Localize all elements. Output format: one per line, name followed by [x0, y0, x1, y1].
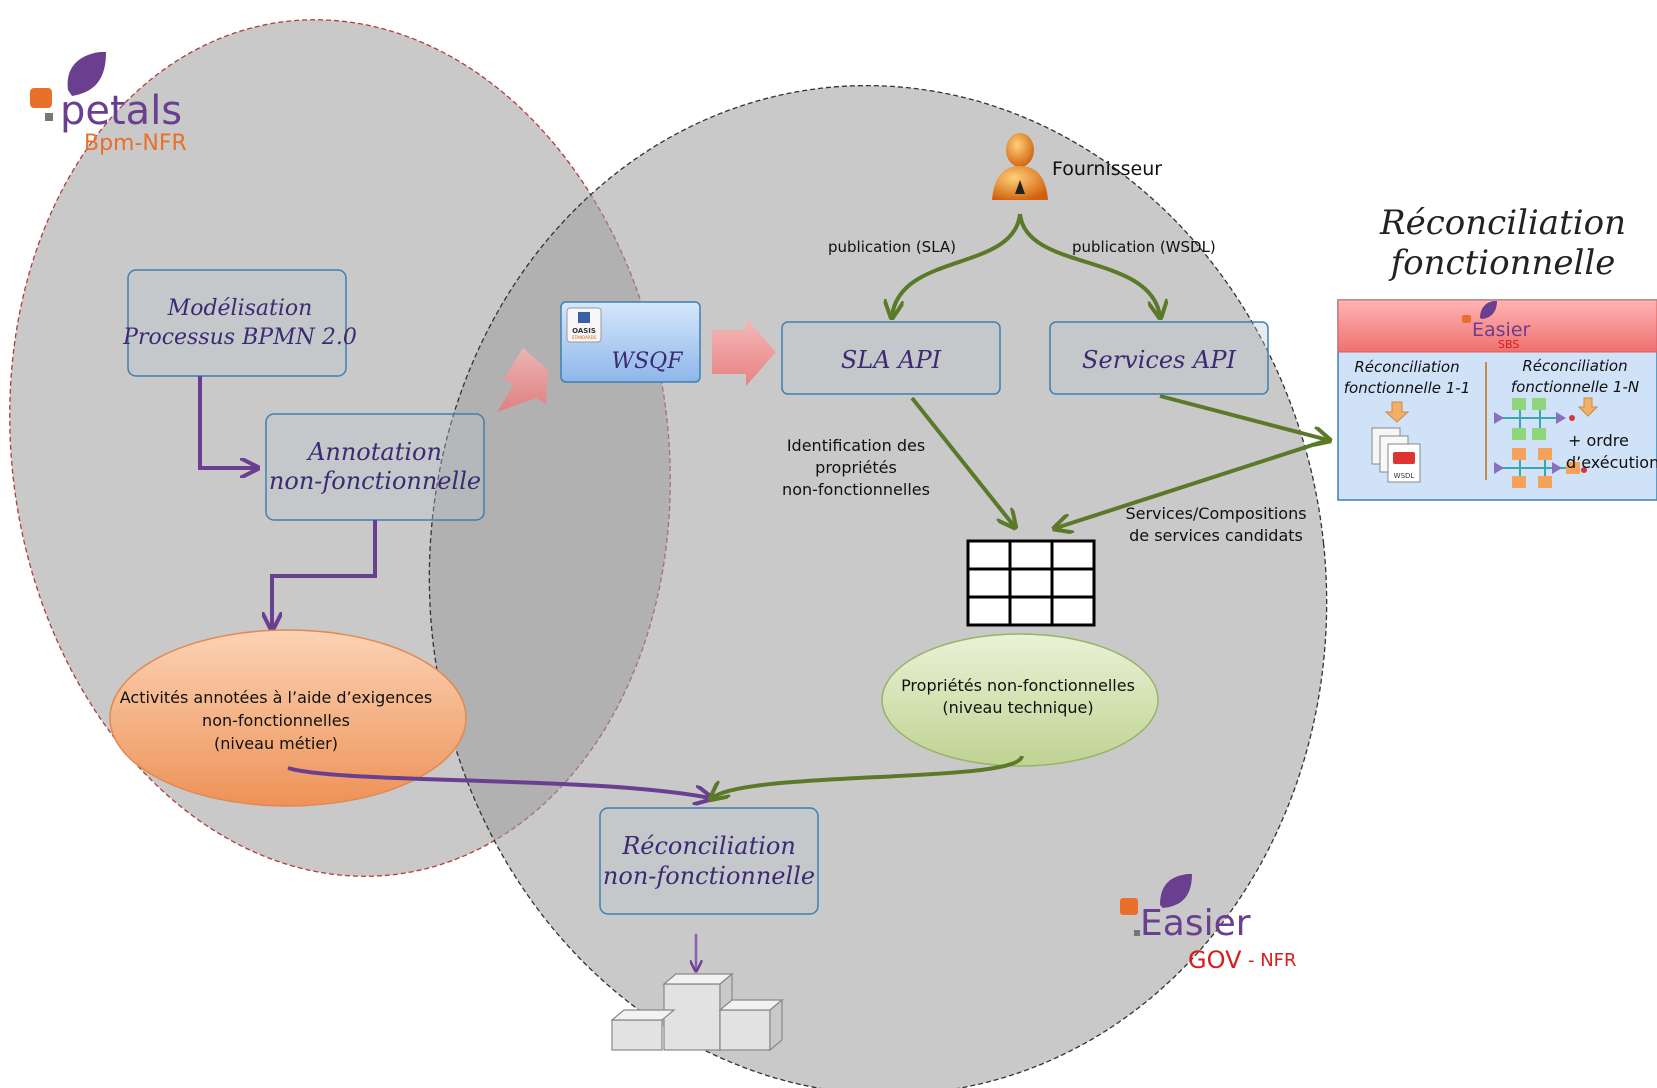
box-services-api: Services API	[1049, 321, 1269, 395]
arrow-reconf-table	[1056, 438, 1329, 528]
ellipse-proprietes-line1: Propriétés non-fonctionnelles	[901, 676, 1135, 695]
reconf-ordre-line2: d’exécution	[1566, 453, 1657, 472]
arrow-activites-reconciliation	[287, 766, 710, 798]
reconf-col2-line2: fonctionnelle 1-N	[1511, 378, 1639, 396]
box-annotation-line2: non-fonctionnelle	[269, 467, 481, 495]
arrow-pub-sla	[892, 213, 1022, 316]
wsdl-documents-icon: WSDL	[1371, 427, 1421, 483]
arrow-modelisation-annotation	[198, 376, 256, 468]
box-modelisation-line2: Processus BPMN 2.0	[122, 325, 357, 350]
wsdl-label: WSDL	[1394, 472, 1415, 480]
arrow-wsqf-annotation	[497, 348, 548, 412]
box-reconciliation-nf: Réconciliation non-fonctionnelle	[599, 807, 819, 915]
ellipse-activites-line1: Activités annotées à l’aide d’exigences	[120, 688, 432, 707]
reconf-ordre-line1: + ordre	[1568, 431, 1629, 450]
ellipse-proprietes-line2: (niveau technique)	[942, 698, 1093, 717]
label-pub-wsdl: publication (WSDL)	[1072, 238, 1216, 256]
box-sla-api-label: SLA API	[841, 346, 942, 374]
box-annotation-line1: Annotation	[306, 438, 442, 466]
petals-logo-main: petals	[60, 88, 182, 134]
box-modelisation-line1: Modélisation	[167, 296, 313, 321]
reconciliation-fonctionnelle-panel: Réconciliation fonctionnelle Easier SBS …	[1337, 203, 1657, 501]
box-wsqf: OASIS STANDARDS WSQF	[560, 301, 701, 383]
arrow-wsqf-sla	[712, 318, 776, 386]
easier-gov-logo-gov: GOV	[1188, 946, 1242, 974]
arrow-proprietes-reconciliation	[712, 754, 1024, 798]
box-wsqf-label: WSQF	[612, 349, 684, 374]
box-annotation: Annotation non-fonctionnelle	[265, 413, 485, 521]
arrow-services-reconf	[1159, 394, 1328, 440]
box-sla-api: SLA API	[781, 321, 1001, 395]
easier-gov-logo: Easier GOV - NFR	[1120, 874, 1297, 974]
label-identification-1: Identification des	[787, 436, 925, 455]
ellipse-proprietes: Propriétés non-fonctionnelles (niveau te…	[881, 633, 1159, 767]
candidates-table	[966, 539, 1096, 627]
ellipse-activites: Activités annotées à l’aide d’exigences …	[109, 629, 467, 807]
easier-sbs-logo-sub: SBS	[1498, 338, 1519, 351]
box-reconciliation-nf-line2: non-fonctionnelle	[603, 862, 815, 890]
petals-logo: petals Bpm-NFR	[30, 52, 187, 156]
reconf-col1-line1: Réconciliation	[1354, 358, 1459, 376]
easier-sbs-logo: Easier SBS	[1462, 301, 1531, 351]
box-services-api-label: Services API	[1082, 346, 1236, 374]
fournisseur-label: Fournisseur	[1052, 158, 1162, 180]
down-arrow-icon	[1384, 401, 1410, 423]
user-icon	[992, 133, 1048, 200]
reconf-title-line2: fonctionnelle	[1388, 243, 1616, 283]
podium-icon	[610, 972, 784, 1052]
box-reconciliation-nf-line1: Réconciliation	[621, 832, 796, 860]
easier-gov-logo-main: Easier	[1140, 903, 1251, 944]
oasis-icon-sub: STANDARDS	[572, 335, 597, 340]
reconf-title-line1: Réconciliation	[1379, 203, 1626, 243]
reconf-col2-line1: Réconciliation	[1522, 357, 1627, 375]
label-pub-sla: publication (SLA)	[828, 238, 956, 256]
arrow-sla-table	[910, 396, 1014, 526]
easier-sbs-logo-main: Easier	[1472, 319, 1531, 341]
label-identification-2: propriétés	[815, 458, 897, 477]
easier-gov-logo-nfr: - NFR	[1248, 950, 1297, 971]
box-modelisation: Modélisation Processus BPMN 2.0	[122, 269, 357, 377]
ellipse-activites-line2: non-fonctionnelles	[202, 711, 350, 730]
arrow-pub-wsdl	[1018, 213, 1160, 316]
down-arrow-icon	[1577, 397, 1599, 417]
label-candidats-1: Services/Compositions	[1125, 504, 1306, 523]
reconf-col1-line2: fonctionnelle 1-1	[1344, 379, 1471, 397]
ellipse-activites-line3: (niveau métier)	[214, 734, 338, 753]
oasis-icon-label: OASIS	[572, 327, 596, 335]
arrow-annotation-activites	[272, 520, 377, 628]
petals-logo-sub: Bpm-NFR	[84, 131, 187, 156]
composition-graph-icon	[1494, 398, 1587, 488]
fournisseur-actor: Fournisseur	[992, 133, 1162, 200]
label-candidats-2: de services candidats	[1129, 526, 1303, 545]
label-identification-3: non-fonctionnelles	[782, 480, 930, 499]
oasis-icon: OASIS STANDARDS	[566, 307, 602, 343]
